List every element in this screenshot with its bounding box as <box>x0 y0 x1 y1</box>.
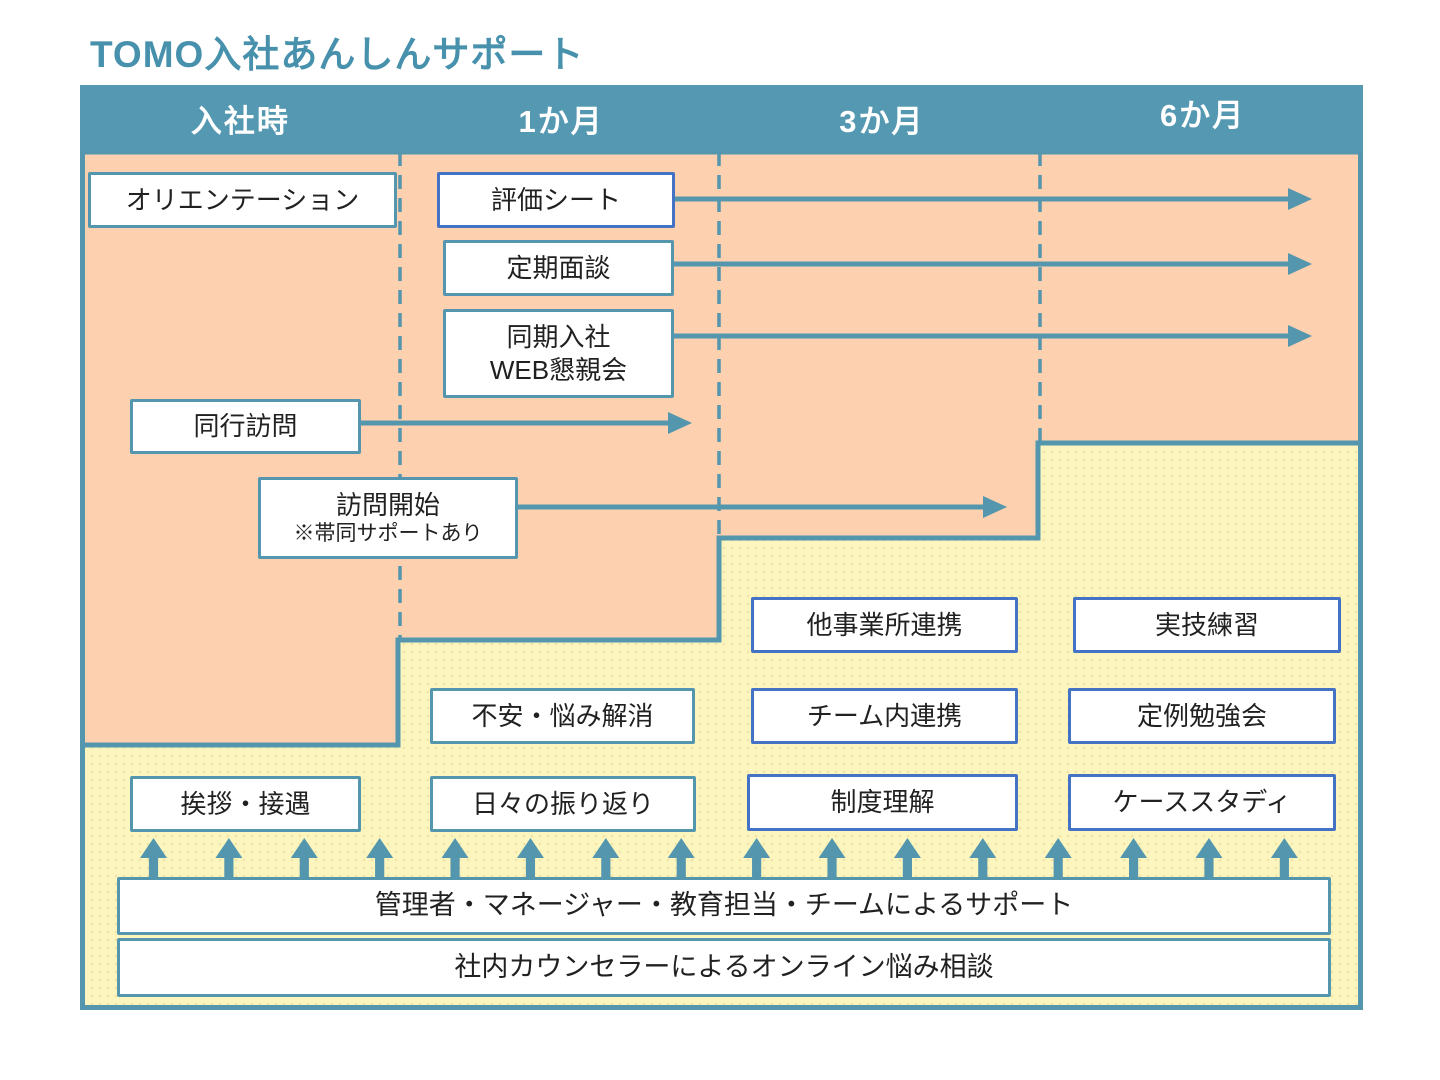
up-arrow-icon <box>1120 838 1148 878</box>
timeline-body: オリエンテーション 評価シート 定期面談 同期入社 WEB懇親会 同行訪問 訪問… <box>80 152 1363 1010</box>
onboarding-support-diagram: 入社時 1か月 3か月 6か月 <box>80 85 1363 1010</box>
header-col-6month: 6か月 <box>1160 98 1246 133</box>
bar-manager-support: 管理者・マネージャー・教育担当・チームによるサポート <box>117 877 1331 935</box>
box-team-collaboration: チーム内連携 <box>751 688 1018 744</box>
up-arrow-icon <box>290 838 318 878</box>
up-arrow-icon <box>969 838 997 878</box>
arrow-regular-interview <box>668 253 1312 275</box>
up-arrow-icon <box>1044 838 1072 878</box>
timeline-graphics-layer <box>80 152 1363 1010</box>
arrow-accompanied-visit <box>355 412 692 434</box>
up-arrow-icon <box>516 838 544 878</box>
arrow-evaluation-sheet <box>669 188 1312 210</box>
box-anxiety-resolution: 不安・悩み解消 <box>430 688 695 744</box>
box-system-understanding: 制度理解 <box>747 774 1018 831</box>
up-arrow-icon <box>667 838 695 878</box>
bar-counselor-consultation: 社内カウンセラーによるオンライン悩み相談 <box>117 938 1331 997</box>
box-regular-study-session: 定例勉強会 <box>1068 688 1336 744</box>
box-accompanied-visit: 同行訪問 <box>130 399 361 454</box>
up-arrow-icon <box>366 838 394 878</box>
header-col-3month: 3か月 <box>839 104 925 139</box>
up-arrow-icon <box>818 838 846 878</box>
up-arrow-icon <box>893 838 921 878</box>
box-visit-start: 訪問開始 ※帯同サポートあり <box>258 477 518 559</box>
diagram-outer-border <box>80 152 1363 1010</box>
arrow-visit-start <box>512 496 1007 518</box>
header-col-1month: 1か月 <box>518 104 604 139</box>
page-title: TOMO入社あんしんサポート <box>90 34 585 75</box>
box-other-office-collaboration: 他事業所連携 <box>751 597 1018 653</box>
up-arrow-icon <box>441 838 469 878</box>
box-regular-interview: 定期面談 <box>443 240 674 296</box>
box-orientation: オリエンテーション <box>88 172 397 228</box>
box-greeting-reception: 挨拶・接遇 <box>130 776 361 832</box>
arrow-web-social-gathering <box>668 325 1312 347</box>
box-practical-training: 実技練習 <box>1073 597 1341 653</box>
up-arrow-icon <box>1195 838 1223 878</box>
box-daily-reflection: 日々の振り返り <box>430 776 696 832</box>
box-evaluation-sheet: 評価シート <box>437 172 675 228</box>
up-arrow-icon <box>1270 838 1298 878</box>
up-arrow-icon <box>743 838 771 878</box>
timeline-header: 入社時 1か月 3か月 6か月 <box>80 85 1363 152</box>
header-col-joining: 入社時 <box>190 104 290 139</box>
box-web-social-gathering: 同期入社 WEB懇親会 <box>443 309 674 398</box>
box-case-study: ケーススタディ <box>1068 774 1336 831</box>
up-arrow-icon <box>140 838 167 878</box>
up-arrow-icon <box>215 838 243 878</box>
up-arrow-icon <box>592 838 620 878</box>
up-arrow-row <box>140 838 1298 878</box>
